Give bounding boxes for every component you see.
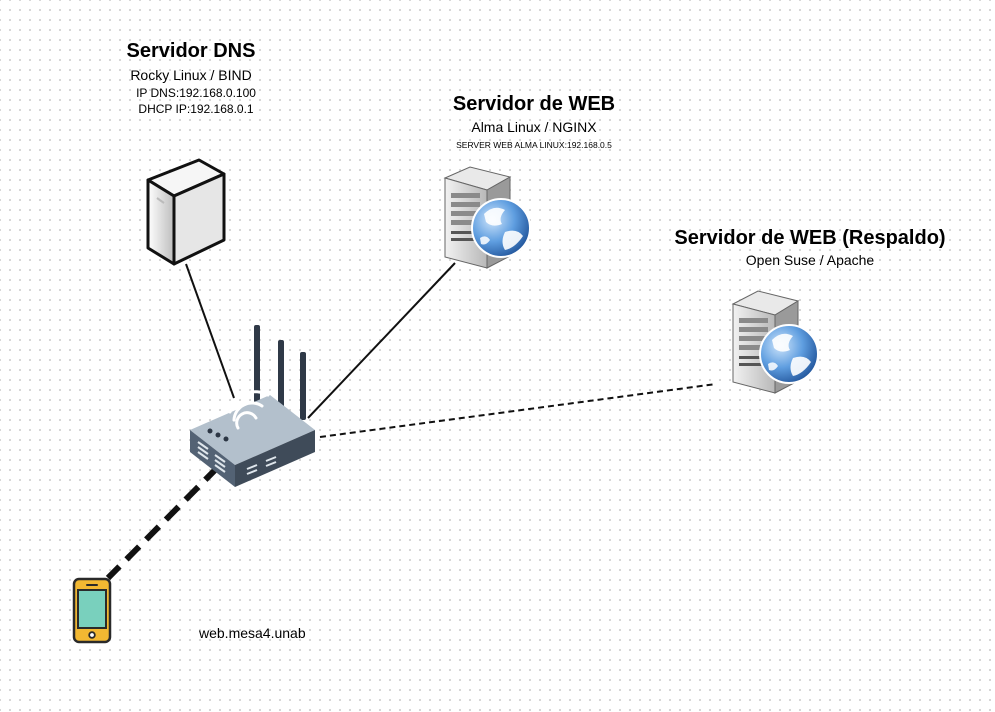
- web-server-icon[interactable]: [443, 166, 531, 269]
- dns-server-dhcp: DHCP IP:192.168.0.1: [138, 102, 254, 116]
- backup-web-server-icon[interactable]: [731, 290, 819, 394]
- web-server-title: Servidor de WEB: [452, 93, 616, 115]
- link-dns-router: [185, 263, 235, 399]
- dns-server-title: Servidor DNS: [126, 40, 256, 62]
- client-domain-label: web.mesa4.unab: [199, 625, 306, 641]
- wireless-router-icon[interactable]: [190, 325, 315, 487]
- link-router-backup: [319, 383, 717, 438]
- smartphone-icon[interactable]: [72, 577, 112, 644]
- backup-server-subtitle: Open Suse / Apache: [745, 252, 875, 268]
- web-server-subtitle: Alma Linux / NGINX: [471, 119, 597, 135]
- web-server-detail: SERVER WEB ALMA LINUX:192.168.0.5: [456, 140, 612, 150]
- dns-server-ip: IP DNS:192.168.0.100: [136, 86, 256, 100]
- link-web-router: [307, 262, 456, 419]
- backup-server-title: Servidor de WEB (Respaldo): [674, 227, 946, 249]
- dns-server-subtitle: Rocky Linux / BIND: [130, 67, 252, 83]
- link-router-phone: [105, 464, 221, 581]
- dns-server-icon[interactable]: [146, 158, 226, 266]
